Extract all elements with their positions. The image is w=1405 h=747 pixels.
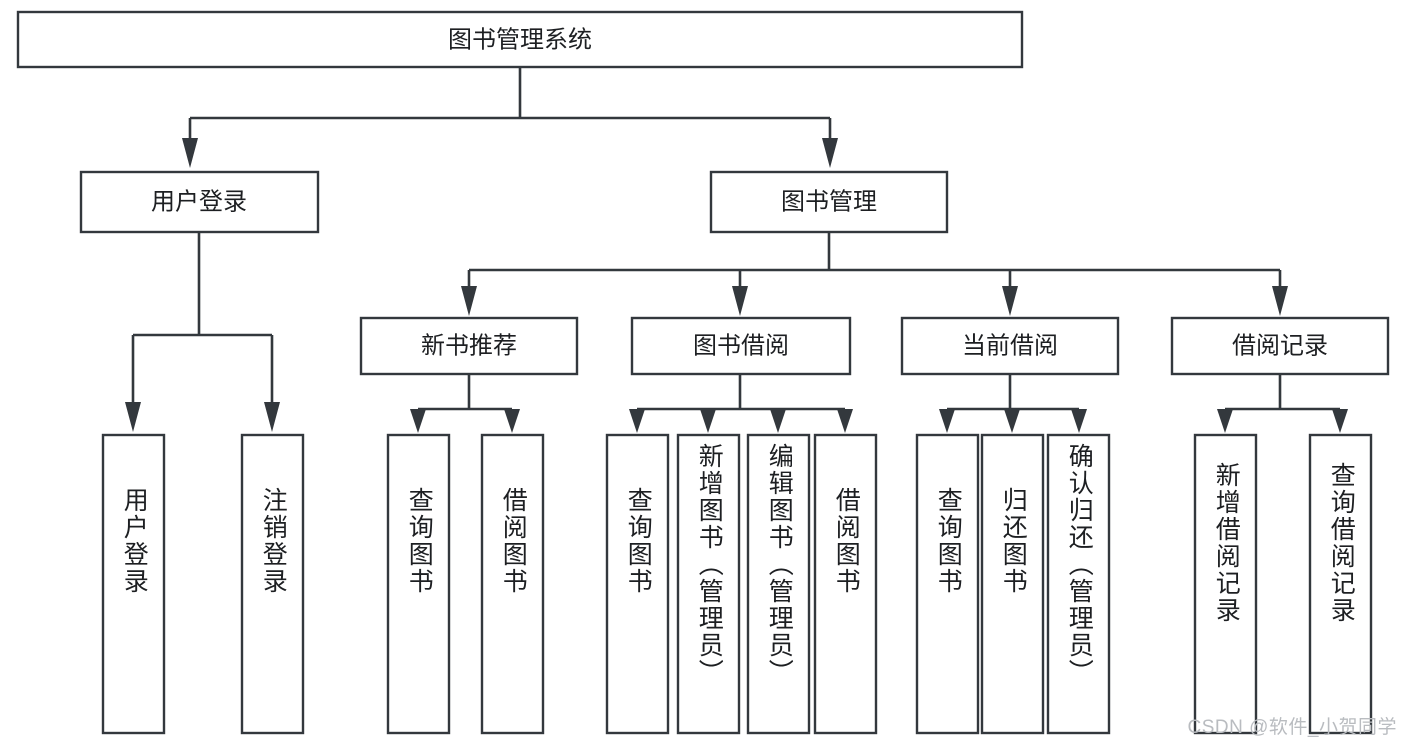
connector-borrow-record-to-leaves [1217, 374, 1348, 433]
node-leaf-query-book-3-box[interactable] [915, 433, 980, 735]
node-leaf-borrow-book-2-box[interactable] [813, 433, 878, 735]
arrow-head-leaf-return-book [1004, 409, 1020, 433]
node-root-label: 图书管理系统 [448, 26, 592, 53]
node-leaf-borrow-book-1-box[interactable] [480, 433, 545, 735]
arrow-head-leaf-edit-book [770, 409, 786, 433]
arrow-head-leaf-user-logout [264, 402, 280, 432]
csdn-watermark: CSDN @软件_小贺同学 [1187, 717, 1397, 738]
node-book-manage-box[interactable] [709, 170, 949, 234]
arrow-head-leaf-borrow-book-1 [504, 409, 520, 433]
arrow-head-user-login [182, 138, 198, 168]
node-borrow-record-box[interactable] [1170, 316, 1390, 376]
connector-book-manage-to-level3 [461, 232, 1288, 316]
node-current-borrow-box[interactable] [900, 316, 1120, 376]
leaf-boxes [101, 433, 1373, 735]
arrow-head-leaf-query-book-2 [629, 409, 645, 433]
node-borrow-record[interactable]: 借阅记录 [1170, 316, 1390, 376]
node-user-login[interactable]: 用户登录 [79, 170, 320, 234]
node-book-borrow-box[interactable] [630, 316, 852, 376]
arrow-head-leaf-query-book-1 [410, 409, 426, 433]
node-leaf-query-record-box[interactable] [1308, 433, 1373, 735]
connector-new-book-recommend-to-leaves [410, 374, 520, 433]
node-user-login-box[interactable] [79, 170, 320, 234]
arrow-head-leaf-confirm-return [1071, 409, 1087, 433]
arrow-head-leaf-borrow-book-2 [837, 409, 853, 433]
arrow-head-leaf-add-book [700, 409, 716, 433]
arrow-head-leaf-user-login [125, 402, 141, 432]
node-leaf-confirm-return-box[interactable] [1046, 433, 1111, 735]
arrow-head-leaf-query-record [1332, 409, 1348, 433]
node-root-box[interactable] [16, 10, 1024, 69]
arrow-head-leaf-query-book-3 [939, 409, 955, 433]
node-current-borrow[interactable]: 当前借阅 [900, 316, 1120, 376]
connector-book-borrow-to-leaves [629, 374, 853, 433]
node-user-login-label: 用户登录 [151, 188, 247, 215]
node-new-book-recommend-label: 新书推荐 [421, 332, 517, 359]
arrow-head-borrow-record [1272, 286, 1288, 316]
node-book-manage[interactable]: 图书管理 [709, 170, 949, 234]
node-leaf-query-book-2-box[interactable] [605, 433, 670, 735]
node-leaf-add-book-box[interactable] [676, 433, 741, 735]
connector-user-login-to-leaves [125, 232, 280, 432]
node-leaf-user-logout-box[interactable] [240, 433, 305, 735]
node-borrow-record-label: 借阅记录 [1232, 332, 1328, 359]
arrow-head-book-borrow [732, 286, 748, 316]
node-root[interactable]: 图书管理系统 [16, 10, 1024, 69]
node-leaf-query-book-1-box[interactable] [386, 433, 451, 735]
node-leaf-edit-book-box[interactable] [746, 433, 811, 735]
arrow-head-book-manage [822, 138, 838, 168]
node-current-borrow-label: 当前借阅 [962, 332, 1058, 359]
node-leaf-add-record-box[interactable] [1193, 433, 1258, 735]
node-leaf-user-login-box[interactable] [101, 433, 166, 735]
node-book-borrow-label: 图书借阅 [693, 332, 789, 359]
node-new-book-recommend[interactable]: 新书推荐 [359, 316, 579, 376]
node-new-book-recommend-box[interactable] [359, 316, 579, 376]
connector-root-to-level2 [182, 67, 838, 168]
node-book-manage-label: 图书管理 [781, 188, 877, 215]
arrow-head-leaf-add-record [1217, 409, 1233, 433]
arrow-head-new-book-recommend [461, 286, 477, 316]
node-book-borrow[interactable]: 图书借阅 [630, 316, 852, 376]
connector-current-borrow-to-leaves [939, 374, 1087, 433]
arrow-head-current-borrow [1002, 286, 1018, 316]
node-leaf-return-book-box[interactable] [980, 433, 1045, 735]
